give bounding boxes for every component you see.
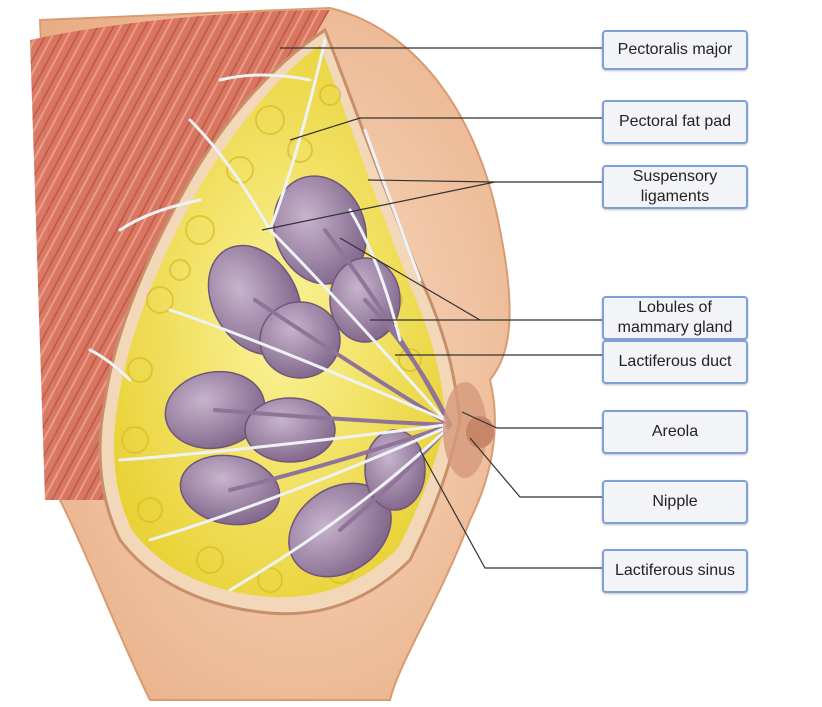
leader-lines xyxy=(261,47,602,569)
label-pectoral-fat-pad[interactable]: Pectoral fat pad xyxy=(602,100,748,144)
suspensory-ligaments xyxy=(88,38,448,592)
label-pectoralis-major[interactable]: Pectoralis major xyxy=(602,30,748,70)
label-lactiferous-duct[interactable]: Lactiferous duct xyxy=(602,340,748,384)
label-nipple[interactable]: Nipple xyxy=(602,480,748,524)
label-areola[interactable]: Areola xyxy=(602,410,748,454)
label-suspensory-ligaments[interactable]: Suspensory ligaments xyxy=(602,165,748,209)
label-lobules-of-mammary-gland[interactable]: Lobules of mammary gland xyxy=(602,296,748,340)
label-lactiferous-sinus[interactable]: Lactiferous sinus xyxy=(602,549,748,593)
areola-shape xyxy=(443,382,487,478)
